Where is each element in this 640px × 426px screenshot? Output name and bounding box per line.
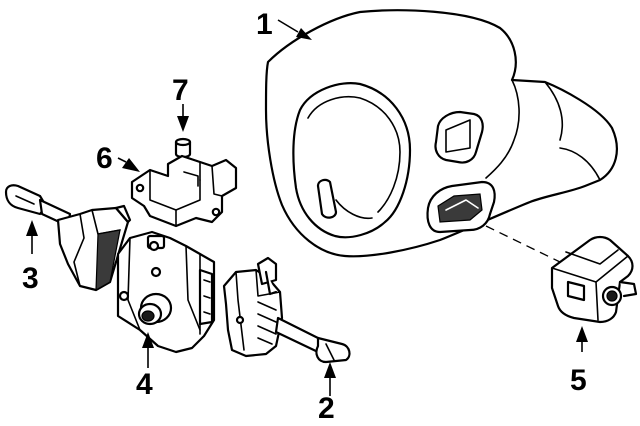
callout-1-label: 1: [256, 8, 273, 41]
assembly-dash-line: [485, 225, 561, 263]
callout-4-leader: [142, 332, 154, 368]
part-4-ignition-switch: [116, 230, 216, 354]
callout-2-label: 2: [318, 392, 335, 425]
callout-3-label: 3: [22, 262, 39, 295]
callout-5-leader: [576, 326, 588, 352]
callout-6-leader: [117, 157, 140, 172]
callout-5-label: 5: [570, 364, 587, 397]
part-3-lever-switch: [4, 184, 132, 292]
part-2-wiper-switch: [222, 256, 351, 364]
callout-4-label: 4: [136, 368, 153, 401]
callout-6-label: 6: [96, 142, 113, 175]
part-1-column-shroud: [264, 9, 618, 258]
callout-1-leader: [277, 19, 312, 40]
part-6-relay: [130, 154, 238, 228]
part-5-switch: [550, 235, 638, 324]
callout-7-leader: [177, 104, 189, 132]
callout-7-label: 7: [172, 74, 189, 107]
callout-3-leader: [26, 220, 38, 254]
callout-2-leader: [324, 362, 336, 396]
part-7-cap: [174, 137, 192, 159]
